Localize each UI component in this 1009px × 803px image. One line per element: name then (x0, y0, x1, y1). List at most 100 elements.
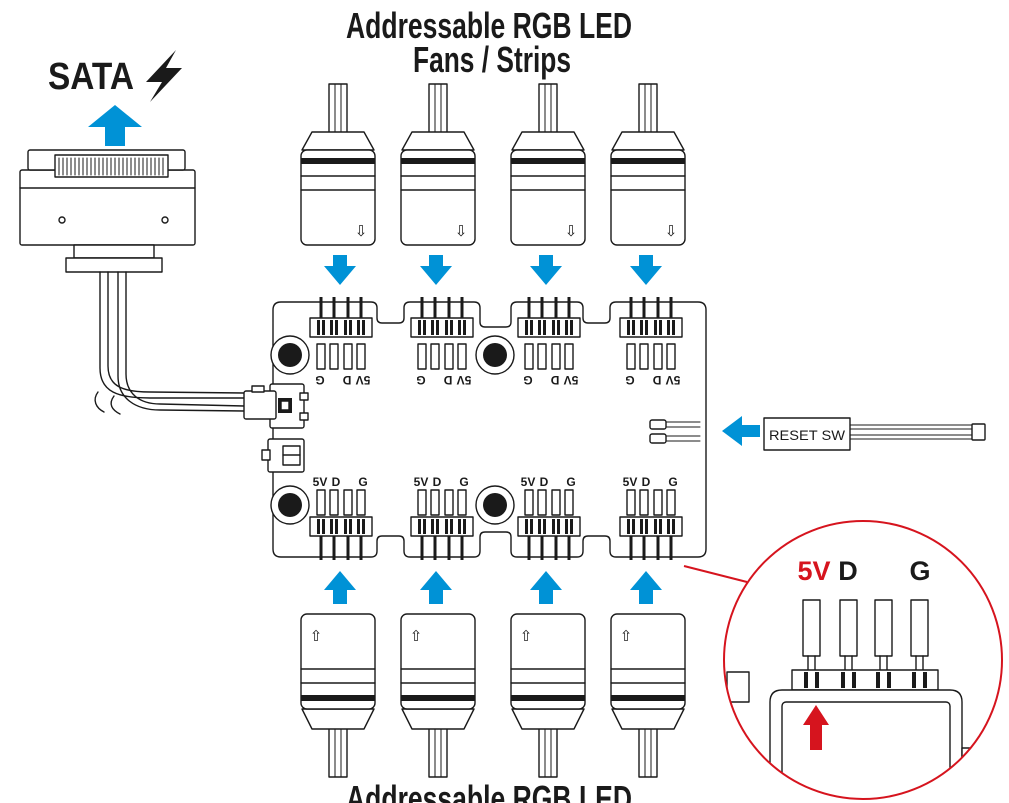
header-pin (642, 536, 646, 560)
header-pin (656, 536, 660, 560)
header-pin (319, 297, 323, 319)
header-housing-rib (418, 519, 421, 534)
plug-collar (511, 131, 585, 151)
header-housing-rib (659, 519, 662, 534)
header-housing-rib (552, 519, 555, 534)
pin-label-ground: G (459, 475, 468, 489)
top-led-plug: ⇩ (300, 83, 376, 246)
header-pad (551, 489, 561, 516)
zoom-header-rib (841, 672, 845, 688)
header-housing-rib (645, 320, 648, 335)
header-housing-rib (659, 320, 662, 335)
header-pin (447, 297, 451, 319)
header-housing-rib (565, 519, 568, 534)
blue-down-arrow-icon (630, 255, 662, 285)
header-pad (316, 343, 326, 370)
zoom-header-rib (923, 672, 927, 688)
header-pad (626, 489, 636, 516)
header-pin (669, 536, 673, 560)
plug-body (610, 149, 686, 246)
plug-body (400, 149, 476, 246)
header-housing-rib (557, 320, 560, 335)
sata-power-label: SATA (48, 50, 182, 102)
header-housing-rib (349, 519, 352, 534)
header-housing-rib (530, 320, 533, 335)
zoom-callout-leader (683, 565, 748, 583)
header-housing (619, 516, 683, 537)
header-housing-rib (445, 519, 448, 534)
sata-cable-bend (94, 391, 105, 413)
header-housing-rib (436, 320, 439, 335)
plug-cable (428, 83, 448, 137)
zoom-up-arrow-icon (803, 705, 829, 750)
pin-label-data: D (342, 373, 351, 387)
bottom-led-plug: ⇧ (400, 613, 476, 778)
header-housing-rib (640, 320, 643, 335)
header-pad (537, 489, 547, 516)
header-housing-rib (463, 519, 466, 534)
header-pad (537, 343, 547, 370)
plug-band (611, 695, 685, 701)
header-pin (642, 297, 646, 319)
header-pin (346, 536, 350, 560)
down-arrow-icon: ⇩ (665, 222, 678, 240)
header-housing-rib (565, 320, 568, 335)
header-housing (517, 317, 581, 338)
up-arrow-icon: ⇧ (620, 627, 633, 645)
zoom-header-housing (791, 669, 939, 691)
pin-label-data: D (433, 475, 442, 489)
sata-cable-boot (65, 257, 163, 273)
plug-body (510, 613, 586, 710)
pin-label-data: D (443, 373, 452, 387)
zoom-adjacent-edge (726, 671, 750, 703)
header-pin (433, 297, 437, 319)
header-pin (420, 297, 424, 319)
header-housing-rib (344, 519, 347, 534)
reset-header-pin (649, 433, 667, 444)
header-housing-rib (322, 320, 325, 335)
header-pad (639, 343, 649, 370)
header-housing-rib (362, 519, 365, 534)
sata-cable (94, 271, 245, 415)
header-housing-rib (543, 519, 546, 534)
top-title-line2: Fans / Strips (413, 39, 571, 80)
sata-cable-wire (117, 271, 245, 412)
pin-label-ground: G (668, 475, 677, 489)
aux-connector (261, 438, 305, 473)
mount-hole-center (483, 493, 507, 517)
header-housing-rib (423, 519, 426, 534)
down-arrow-icon: ⇩ (565, 222, 578, 240)
header-pad (444, 489, 454, 516)
plug-collar (401, 708, 475, 730)
up-arrow-icon: ⇧ (310, 627, 323, 645)
pin-label-5v: 5V (666, 373, 681, 387)
header-housing-rib (330, 519, 333, 534)
input-connector-tab (299, 392, 309, 401)
pin-label-ground: G (315, 373, 324, 387)
header-housing-rib (349, 320, 352, 335)
blue-up-arrow-icon (324, 571, 356, 604)
plug-band (301, 158, 375, 164)
header-pin (319, 536, 323, 560)
header-pin (656, 297, 660, 319)
blue-down-arrow-icon (530, 255, 562, 285)
top-led-plug: ⇩ (510, 83, 586, 246)
header-pin (359, 536, 363, 560)
plug-cable (328, 83, 348, 137)
header-pin (540, 536, 544, 560)
pin-label-5v: 5V (521, 475, 536, 489)
aux-connector-tab (261, 449, 271, 461)
header-housing-rib (538, 320, 541, 335)
up-arrow-icon: ⇧ (410, 627, 423, 645)
header-pin (433, 536, 437, 560)
plug-collar (301, 708, 375, 730)
input-connector (243, 383, 309, 429)
header-pad (666, 489, 676, 516)
header-pad (430, 489, 440, 516)
pin-label-data: D (550, 373, 559, 387)
sata-up-arrow-icon (88, 105, 142, 146)
sata-cable-wire (99, 271, 245, 399)
